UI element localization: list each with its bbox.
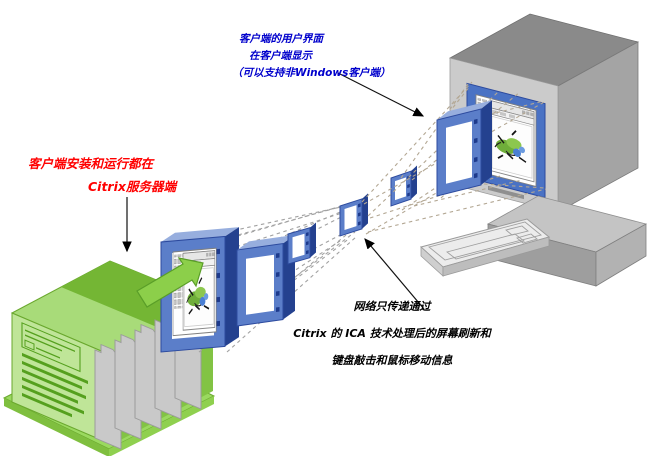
annotation-line: （可以支持非Windows客户端）	[232, 67, 391, 79]
annotation-line: Citrix服务器端	[88, 179, 176, 194]
ica-frame-client	[436, 100, 492, 197]
ica-frame-small	[390, 165, 417, 207]
ica-frame-small	[287, 222, 316, 265]
annotation-line: 客户端的用户界面	[239, 33, 323, 45]
annotation-line: 客户端安装和运行都在	[28, 156, 154, 171]
ica-frame-medium	[236, 234, 295, 327]
server-output-arrow-icon	[136, 257, 204, 308]
client-computer-icon	[419, 13, 648, 287]
annotation-line: Citrix 的 ICA 技术处理后的屏幕刷新和	[293, 327, 491, 340]
annotation-line: 在客户端显示	[249, 50, 312, 62]
arrow-client-ui-label	[337, 72, 425, 117]
annotation-client-ui: 客户端的用户界面 在客户端显示 （可以支持非Windows客户端）	[232, 31, 390, 82]
server-front-form	[21, 322, 88, 418]
arrow-network-label	[364, 238, 425, 310]
annotation-server-side: 客户端安装和运行都在 Citrix服务器端	[28, 152, 176, 198]
annotation-network: 网络只传递通过 Citrix 的 ICA 技术处理后的屏幕刷新和 键盘敲击和鼠标…	[292, 293, 492, 374]
annotation-line: 键盘敲击和鼠标移动信息	[331, 354, 453, 367]
annotation-line: 网络只传递通过	[353, 300, 431, 313]
keyboard-icon	[419, 218, 551, 277]
monitor-slot	[488, 185, 524, 200]
